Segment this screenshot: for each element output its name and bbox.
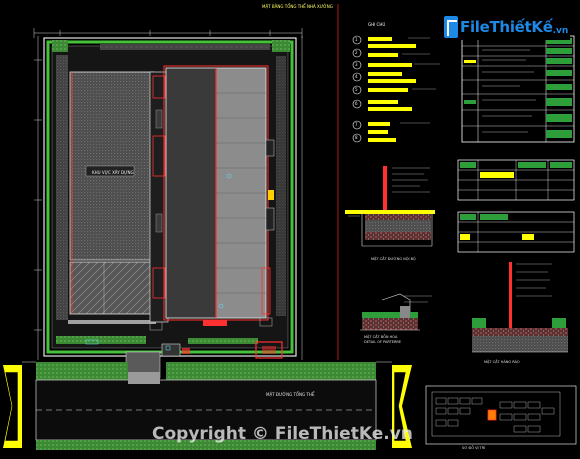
legend-marker-5: 5 [355,87,358,92]
section-parterre [360,293,432,331]
brand-name: FileThiếtKế [460,18,553,36]
site-label: KHU VỰC XÂY DỰNG [92,170,134,175]
notes-table-middle [457,159,575,253]
legend-marker-6: 6 [355,101,358,106]
section-road [345,166,435,247]
site-plan [33,28,303,379]
road-plan [3,361,412,450]
legend-marker-7: 7 [355,122,358,127]
legend-markers [352,35,362,143]
legend-marker-1: 1 [355,37,358,42]
legend-bars [368,37,416,142]
dimension-lines [33,28,303,360]
legend-marker-3: 3 [355,62,358,67]
legend-marker-2: 2 [355,50,358,55]
notes-table-top [461,35,575,143]
brand-tld: .vn [552,26,569,36]
brand-logo: FileThiếtKế .vn [442,14,571,40]
annex-block [149,71,169,323]
drawing-title: MẶT BẰNG TỔNG THỂ NHÀ XƯỞNG [262,4,333,9]
section-fence [472,262,568,353]
warehouse-left [68,71,156,324]
landscape-corner-nw [52,40,68,52]
key-map [425,385,577,445]
section-parterre-label: MẶT CẮT BỒN HOA [364,335,398,339]
brand-tld-text: vn [556,26,569,36]
legend-marker-8: 8 [355,135,358,140]
section-road-label: MẶT CẮT ĐƯỜNG NỘI BỘ [371,257,416,261]
key-map-label: SƠ ĐỒ VỊ TRÍ [462,446,486,450]
legend-area [352,35,440,143]
landscape-strip-south [56,336,146,344]
section-fence-label: MẶT CẮT HÀNG RÀO [484,360,520,364]
legend-marker-4: 4 [355,74,358,79]
brand-logo-icon [444,16,458,38]
legend-heading: GHI CHÚ [368,22,386,27]
landscape-corner-ne [272,40,290,52]
copyright-watermark: Copyright © FileThietKe.vn [152,424,413,444]
section-parterre-detail-label: DETAIL OF PARTERRE [364,340,402,344]
landscape-strip-south-e [188,338,258,344]
road-label: MẶT ĐƯỜNG TỔNG THỂ [266,392,315,397]
factory-building [163,65,275,321]
